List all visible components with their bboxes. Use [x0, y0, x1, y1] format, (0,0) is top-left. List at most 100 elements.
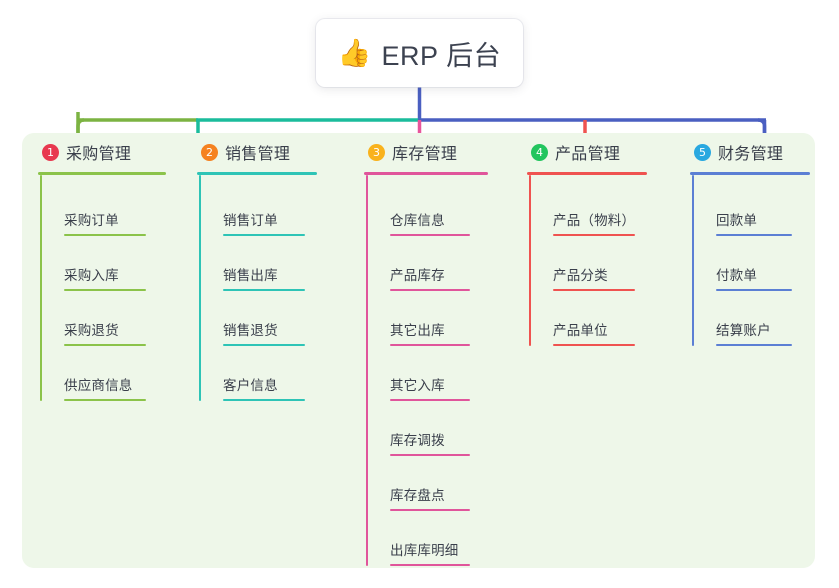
root-node[interactable]: 👍 ERP 后台 — [316, 19, 523, 87]
branch-items-4: 产品（物料） 产品分类 产品单位 — [527, 175, 682, 346]
branch-spine-5 — [692, 175, 694, 346]
item-label: 产品分类 — [553, 268, 608, 283]
list-item[interactable]: 其它出库 — [376, 291, 517, 346]
branch-items-2: 销售订单 销售出库 销售退货 客户信息 — [197, 175, 352, 401]
list-item[interactable]: 销售出库 — [209, 236, 352, 291]
branch-rule-3 — [364, 172, 488, 175]
item-rule — [390, 289, 470, 291]
branch-badge-5: 5 — [694, 143, 711, 161]
item-label: 付款单 — [716, 268, 758, 283]
branch-column-3: 3 库存管理 仓库信息 产品库存 其它出库 其它入库 — [352, 133, 517, 568]
branch-title-3: 库存管理 — [392, 146, 458, 163]
branch-badge-2: 2 — [201, 143, 218, 161]
item-rule — [716, 289, 792, 291]
branch-rule-4 — [527, 172, 647, 175]
list-item[interactable]: 产品库存 — [376, 236, 517, 291]
item-label: 其它入库 — [390, 378, 445, 393]
item-rule — [553, 344, 635, 346]
item-rule — [64, 344, 146, 346]
branch-rule-2 — [197, 172, 317, 175]
list-item[interactable]: 结算账户 — [702, 291, 815, 346]
item-rule — [716, 344, 792, 346]
branch-badge-1: 1 — [42, 143, 59, 161]
list-item[interactable]: 供应商信息 — [50, 346, 187, 401]
item-label: 产品单位 — [553, 323, 608, 338]
branch-columns: 1 采购管理 采购订单 采购入库 采购退货 供应商信 — [22, 133, 815, 568]
list-item[interactable]: 销售订单 — [209, 181, 352, 236]
list-item[interactable]: 库存盘点 — [376, 456, 517, 511]
item-label: 产品库存 — [390, 268, 445, 283]
item-label: 仓库信息 — [390, 213, 445, 228]
branch-rule-5 — [690, 172, 810, 175]
thumbs-up-icon: 👍 — [337, 37, 372, 68]
item-label: 销售出库 — [223, 268, 278, 283]
item-rule — [390, 454, 470, 456]
branch-badge-4: 4 — [531, 143, 548, 161]
item-rule — [223, 234, 305, 236]
item-label: 客户信息 — [223, 378, 278, 393]
branch-header-5[interactable]: 5 财务管理 — [690, 133, 815, 171]
branch-title-2: 销售管理 — [225, 146, 291, 163]
item-label: 库存盘点 — [390, 488, 445, 503]
list-item[interactable]: 其它入库 — [376, 346, 517, 401]
list-item[interactable]: 出库库明细 — [376, 511, 517, 566]
branch-spine-3 — [366, 175, 368, 566]
item-label: 采购订单 — [64, 213, 119, 228]
item-label: 销售退货 — [223, 323, 278, 338]
item-rule — [64, 399, 146, 401]
item-rule — [553, 234, 635, 236]
branch-column-1: 1 采购管理 采购订单 采购入库 采购退货 供应商信 — [22, 133, 187, 568]
item-label: 供应商信息 — [64, 378, 133, 393]
branch-spine-1 — [40, 175, 42, 401]
branch-items-5: 回款单 付款单 结算账户 — [690, 175, 815, 346]
branch-header-4[interactable]: 4 产品管理 — [527, 133, 682, 171]
item-rule — [553, 289, 635, 291]
branch-header-3[interactable]: 3 库存管理 — [364, 133, 517, 171]
list-item[interactable]: 付款单 — [702, 236, 815, 291]
branch-column-2: 2 销售管理 销售订单 销售出库 销售退货 客户信息 — [187, 133, 352, 568]
item-label: 其它出库 — [390, 323, 445, 338]
root-title: ERP 后台 — [381, 40, 502, 71]
branch-title-5: 财务管理 — [718, 146, 784, 163]
branch-title-4: 产品管理 — [555, 146, 621, 163]
item-rule — [390, 399, 470, 401]
list-item[interactable]: 采购退货 — [50, 291, 187, 346]
branches-panel — [22, 133, 815, 568]
item-label: 产品（物料） — [553, 213, 636, 228]
item-rule — [223, 344, 305, 346]
item-rule — [716, 234, 792, 236]
item-label: 采购入库 — [64, 268, 119, 283]
branch-title-1: 采购管理 — [66, 146, 132, 163]
branch-column-5: 5 财务管理 回款单 付款单 结算账户 — [682, 133, 815, 568]
item-label: 采购退货 — [64, 323, 119, 338]
item-rule — [223, 289, 305, 291]
list-item[interactable]: 仓库信息 — [376, 181, 517, 236]
list-item[interactable]: 产品单位 — [539, 291, 682, 346]
branch-header-2[interactable]: 2 销售管理 — [197, 133, 352, 171]
item-rule — [390, 509, 470, 511]
item-rule — [223, 399, 305, 401]
list-item[interactable]: 回款单 — [702, 181, 815, 236]
list-item[interactable]: 库存调拨 — [376, 401, 517, 456]
list-item[interactable]: 采购订单 — [50, 181, 187, 236]
item-label: 回款单 — [716, 213, 758, 228]
branch-items-1: 采购订单 采购入库 采购退货 供应商信息 — [38, 175, 187, 401]
branch-badge-3: 3 — [368, 143, 385, 161]
item-label: 出库库明细 — [390, 543, 459, 558]
branch-header-1[interactable]: 1 采购管理 — [38, 133, 187, 171]
item-rule — [64, 234, 146, 236]
branch-spine-2 — [199, 175, 201, 401]
list-item[interactable]: 产品（物料） — [539, 181, 682, 236]
list-item[interactable]: 客户信息 — [209, 346, 352, 401]
list-item[interactable]: 产品分类 — [539, 236, 682, 291]
list-item[interactable]: 采购入库 — [50, 236, 187, 291]
item-rule — [390, 234, 470, 236]
list-item[interactable]: 销售退货 — [209, 291, 352, 346]
branch-column-4: 4 产品管理 产品（物料） 产品分类 产品单位 — [517, 133, 682, 568]
item-rule — [64, 289, 146, 291]
item-label: 库存调拨 — [390, 433, 445, 448]
branch-items-3: 仓库信息 产品库存 其它出库 其它入库 库存调拨 — [364, 175, 517, 566]
branch-spine-4 — [529, 175, 531, 346]
item-label: 销售订单 — [223, 213, 278, 228]
